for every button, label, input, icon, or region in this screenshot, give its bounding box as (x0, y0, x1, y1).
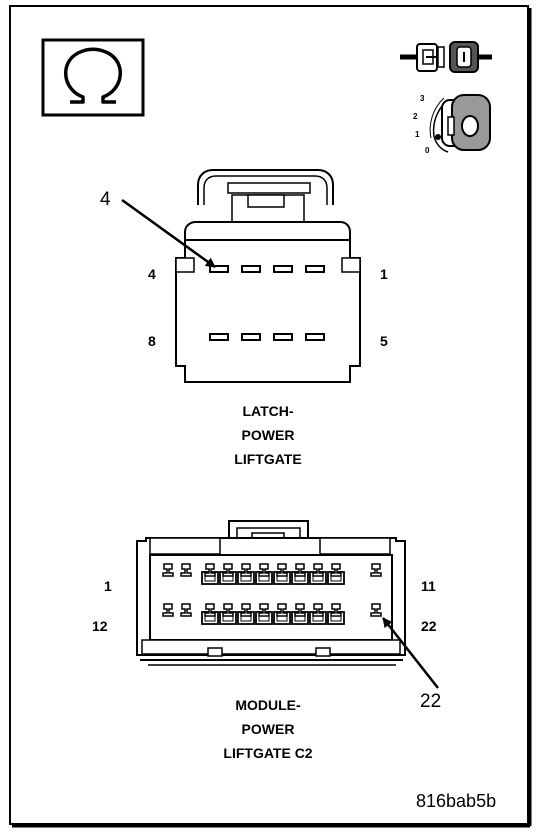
module-caption-line-2: POWER (242, 721, 295, 737)
module-callout-arrow (382, 617, 439, 689)
latch-pin-label-top-left: 4 (148, 266, 156, 282)
module-cavity (309, 563, 327, 585)
module-pin-label-top-left: 1 (104, 578, 112, 594)
module-cavity (162, 603, 174, 617)
module-cavity (273, 603, 291, 625)
module-cavity (291, 603, 309, 625)
ignition-key-icon: 3 2 1 0 (413, 94, 491, 155)
latch-pin-label-top-right: 1 (380, 266, 388, 282)
module-cavity (255, 563, 273, 585)
key-position-0: 0 (425, 146, 430, 155)
module-cavity (327, 563, 345, 585)
key-position-2: 2 (413, 112, 418, 121)
module-pin-label-bottom-left: 12 (92, 618, 108, 634)
figure-code: 816bab5b (416, 791, 496, 811)
latch-caption-line-3: LIFTGATE (234, 451, 301, 467)
module-caption-line-1: MODULE- (235, 697, 301, 713)
module-cavity (237, 563, 255, 585)
ohm-icon (41, 38, 145, 117)
module-pin-label-bottom-right: 22 (421, 618, 437, 634)
module-pin-label-top-right: 11 (421, 578, 436, 594)
connector-pair-icon (400, 41, 492, 73)
module-cavity (255, 603, 273, 625)
module-cavity (327, 603, 345, 625)
key-position-3: 3 (420, 94, 425, 103)
module-cavity (180, 563, 192, 577)
module-cavity (201, 563, 219, 585)
latch-pin-label-bottom-left: 8 (148, 333, 156, 349)
module-cavity (370, 563, 382, 577)
latch-caption-line-2: POWER (242, 427, 295, 443)
module-cavity (237, 603, 255, 625)
latch-callout-arrow (121, 198, 216, 269)
latch-connector (175, 169, 361, 383)
module-cavity (201, 603, 219, 625)
module-cavity (309, 603, 327, 625)
module-cavity (219, 603, 237, 625)
key-position-1: 1 (415, 130, 420, 139)
figure-frame (9, 5, 529, 825)
module-cavity (180, 603, 192, 617)
module-caption-line-3: LIFTGATE C2 (223, 745, 312, 761)
module-connector (136, 520, 406, 666)
latch-caption-line-1: LATCH- (242, 403, 293, 419)
module-cavity (219, 563, 237, 585)
module-cavity (273, 563, 291, 585)
module-cavity (291, 563, 309, 585)
latch-callout-number: 4 (100, 189, 111, 210)
latch-pin-label-bottom-right: 5 (380, 333, 388, 349)
module-cavity (162, 563, 174, 577)
module-callout-number: 22 (420, 691, 441, 712)
module-cavity (370, 603, 382, 617)
